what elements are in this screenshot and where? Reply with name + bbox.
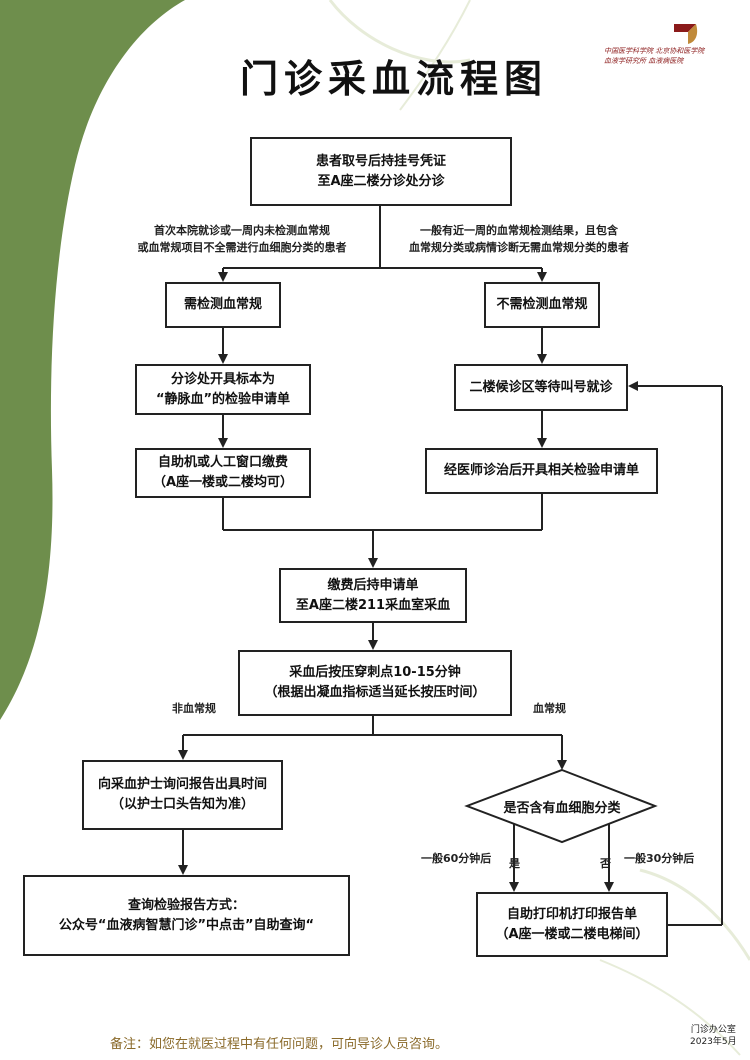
node-press-line-1: 采血后按压穿刺点10-15分钟 [289, 665, 461, 680]
node-query: 查询检验报告方式： 公众号“血液病智慧门诊”中点击”自助查询“ [23, 875, 350, 956]
node-need-test: 需检测血常规 [165, 282, 281, 328]
node-blood-draw-line-1: 缴费后持申请单 [327, 577, 419, 593]
node-pay: 自助机或人工窗口缴费 （A座一楼或二楼均可） [135, 448, 311, 498]
node-press: 采血后按压穿刺点10-15分钟 （根据出凝血指标适当延长按压时间） [238, 650, 512, 716]
left-branch-label: 首次本院就诊或一周内未检测血常规 或血常规项目不全需进行血细胞分类的患者 [112, 222, 372, 256]
node-blood-draw-line-2: 至A座二楼211采血室采血 [295, 597, 451, 613]
node-pay-line-2: （A座一楼或二楼均可） [152, 475, 294, 490]
node-blood-draw: 缴费后持申请单 至A座二楼211采血室采血 [279, 568, 467, 623]
node-print-line-2: （A座一楼或二楼电梯间） [495, 926, 649, 942]
left-branch-line-2: 或血常规项目不全需进行血细胞分类的患者 [137, 241, 347, 254]
node-no-need-test: 不需检测血常规 [484, 282, 600, 328]
label-wait60: 一般60分钟后 [421, 852, 492, 865]
right-branch-line-2: 血常规分类或病情诊断无需血常规分类的患者 [409, 241, 629, 254]
node-press-line-2: （根据出凝血指标适当延长按压时间） [264, 685, 486, 700]
decision-label: 是否含有血细胞分类 [503, 801, 621, 816]
node-need-test-label: 需检测血常规 [183, 297, 262, 312]
node-issue-request-line-2: “静脉血”的检验申请单 [155, 391, 291, 407]
node-wait-call-label: 二楼候诊区等待叫号就诊 [469, 379, 613, 395]
node-wait-call: 二楼候诊区等待叫号就诊 [454, 364, 628, 411]
office-name: 门诊办公室 [690, 1025, 736, 1035]
right-branch-label: 一般有近一周的血常规检测结果，且包含 血常规分类或病情诊断无需血常规分类的患者 [390, 222, 648, 256]
label-wait30: 一般30分钟后 [624, 852, 695, 865]
office-date: 2023年5月 [690, 1037, 737, 1047]
decision-diamond [464, 768, 658, 844]
label-non-routine: 非血常规 [172, 702, 216, 715]
node-ask-nurse: 向采血护士询问报告出具时间 （以护士口头告知为准） [82, 760, 283, 830]
node-query-line-2: 公众号“血液病智慧门诊”中点击”自助查询“ [58, 917, 315, 933]
logo-line-2: 血液学研究所 血液病医院 [604, 57, 684, 65]
left-branch-line-1: 首次本院就诊或一周内未检测血常规 [154, 224, 330, 237]
hospital-logo-icon [674, 24, 698, 44]
node-ask-nurse-line-2: （以护士口头告知为准） [110, 797, 254, 812]
label-no: 否 [600, 857, 611, 870]
node-ask-nurse-line-1: 向采血护士询问报告出具时间 [97, 777, 267, 792]
logo-text: 中国医学科学院 北京协和医学院 血液学研究所 血液病医院 [604, 46, 734, 66]
node-query-line-1: 查询检验报告方式： [127, 897, 245, 913]
node-issue-request-line-1: 分诊处开具标本为 [170, 371, 275, 387]
logo-line-1: 中国医学科学院 北京协和医学院 [604, 47, 705, 55]
node-issue-request: 分诊处开具标本为 “静脉血”的检验申请单 [135, 364, 311, 415]
node-start: 患者取号后持挂号凭证 至A座二楼分诊处分诊 [250, 137, 512, 206]
page-title: 门诊采血流程图 [240, 56, 549, 101]
office-signature: 门诊办公室 2023年5月 [690, 1024, 737, 1048]
footer-note: 备注：如您在就医过程中有任何问题，可向导诊人员咨询。 [110, 1037, 449, 1052]
label-yes: 是 [509, 857, 520, 870]
node-start-line-2: 至A座二楼分诊处分诊 [317, 173, 445, 189]
node-pay-line-1: 自助机或人工窗口缴费 [157, 455, 288, 470]
label-routine: 血常规 [533, 702, 566, 715]
node-print: 自助打印机打印报告单 （A座一楼或二楼电梯间） [476, 892, 668, 957]
right-branch-line-1: 一般有近一周的血常规检测结果，且包含 [420, 224, 618, 237]
node-no-need-test-label: 不需检测血常规 [496, 297, 588, 312]
node-start-line-1: 患者取号后持挂号凭证 [315, 153, 446, 169]
node-print-line-1: 自助打印机打印报告单 [506, 906, 637, 922]
node-doctor-request: 经医师诊治后开具相关检验申请单 [425, 448, 658, 494]
node-doctor-request-label: 经医师诊治后开具相关检验申请单 [443, 463, 639, 478]
